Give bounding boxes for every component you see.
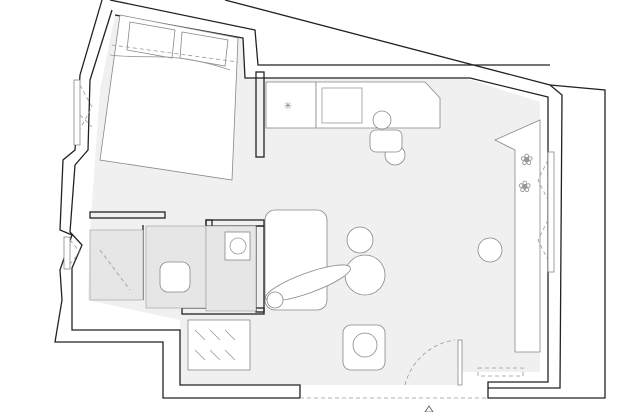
wardrobe xyxy=(187,319,251,371)
cooktop-icon: ✳ xyxy=(284,101,292,112)
dining-counter: ❀ ❀ xyxy=(477,119,541,353)
bathroom-fixtures xyxy=(99,231,251,293)
plant-icon: ❀ xyxy=(520,152,533,169)
kitchen-counter: ✳ xyxy=(265,81,441,129)
entrance-door xyxy=(300,339,524,399)
bed xyxy=(99,14,239,181)
kitchen-people xyxy=(369,110,406,166)
living-furniture xyxy=(264,209,386,371)
triangle-up-icon xyxy=(424,405,434,412)
windows xyxy=(63,79,555,273)
section-marker xyxy=(424,405,434,412)
plant-icon: ❀ xyxy=(518,179,531,196)
